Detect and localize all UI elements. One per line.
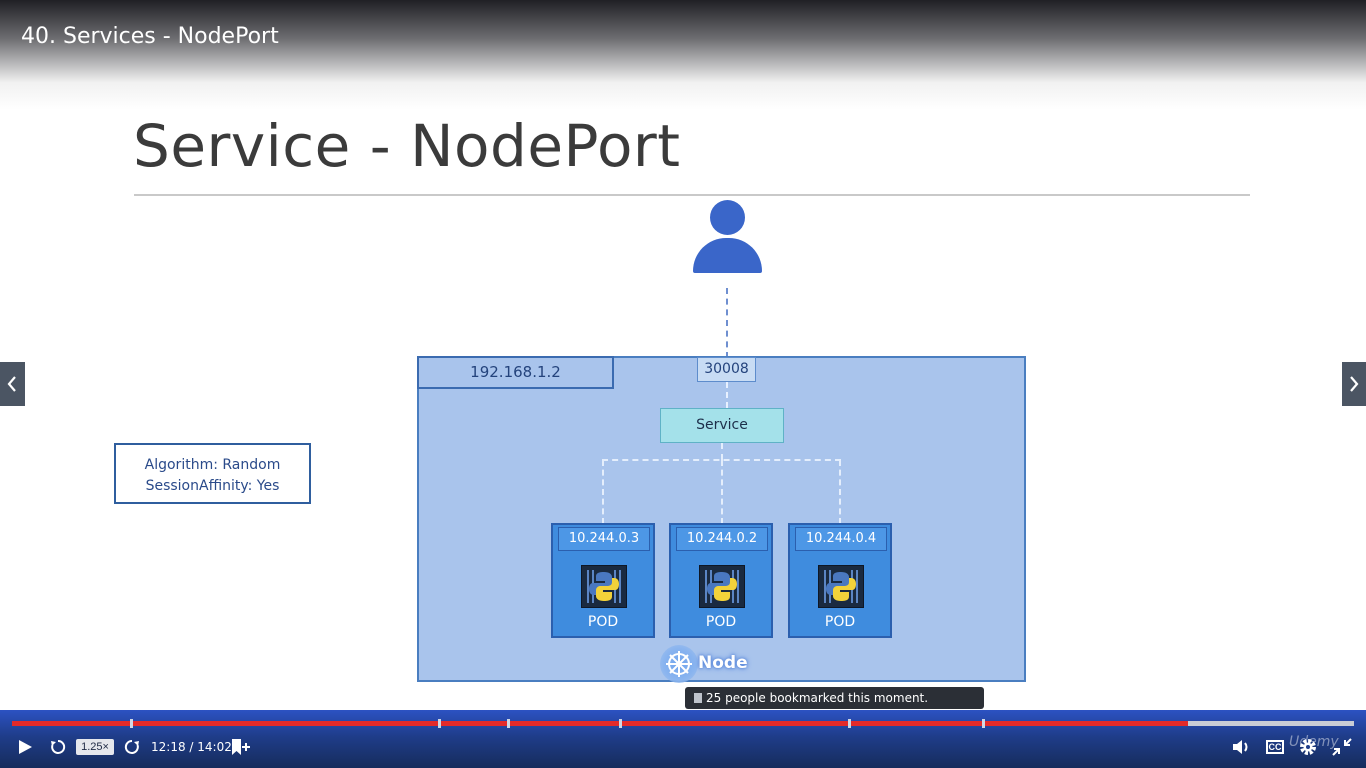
python-logo-icon: [818, 565, 864, 608]
play-icon: [19, 740, 32, 754]
algorithm-box: Algorithm: Random SessionAffinity: Yes: [114, 443, 311, 504]
bookmark-tooltip: 25 people bookmarked this moment.: [685, 687, 984, 709]
pod-label: POD: [705, 614, 737, 630]
bookmark-tooltip-text: 25 people bookmarked this moment.: [706, 691, 929, 705]
gear-icon: [1300, 739, 1316, 755]
add-bookmark-button[interactable]: [229, 737, 251, 761]
volume-icon: [1233, 740, 1248, 754]
previous-lecture-button[interactable]: [0, 362, 25, 406]
session-affinity-line: SessionAffinity: Yes: [145, 478, 280, 494]
rewind-icon: [51, 739, 66, 754]
chevron-left-icon: [7, 376, 16, 392]
node-port-label: 30008: [697, 357, 756, 382]
lecture-title: 40. Services - NodePort: [21, 24, 279, 49]
pod-label: POD: [824, 614, 856, 630]
pod2-connector: [721, 460, 723, 524]
slide-title: Service - NodePort: [133, 112, 681, 180]
node-label: Node: [698, 653, 748, 673]
service-trunk-line: [721, 443, 723, 460]
settings-button[interactable]: [1297, 736, 1319, 762]
bookmark-marker[interactable]: [848, 719, 851, 728]
kubernetes-helm-icon: [660, 645, 698, 683]
play-button[interactable]: [15, 737, 35, 761]
user-icon-head: [710, 200, 745, 235]
bookmark-marker[interactable]: [507, 719, 510, 728]
bookmark-marker[interactable]: [438, 719, 441, 728]
user-icon: [693, 238, 762, 273]
forward-icon: [124, 739, 139, 754]
next-lecture-button[interactable]: [1342, 362, 1366, 406]
player-control-bar: [0, 710, 1366, 768]
bookmark-marker[interactable]: [619, 719, 622, 728]
volume-button[interactable]: [1231, 737, 1253, 761]
chevron-right-icon: [1350, 376, 1359, 392]
pod-card: 10.244.0.4 POD: [788, 523, 892, 638]
port-service-line: [726, 382, 728, 408]
pod1-connector: [602, 460, 604, 524]
exit-fullscreen-button[interactable]: [1331, 737, 1353, 761]
pod-label: POD: [587, 614, 619, 630]
playback-speed-button[interactable]: 1.25×: [76, 739, 114, 755]
progress-played: [12, 721, 1188, 726]
user-connection-line: [726, 288, 728, 358]
python-logo-icon: [699, 565, 745, 608]
pod-ip: 10.244.0.3: [558, 527, 650, 551]
rewind-button[interactable]: [48, 737, 68, 761]
bookmark-add-icon: [232, 739, 250, 755]
title-overlay: [0, 0, 1366, 110]
bookmark-marker[interactable]: [130, 719, 133, 728]
pod-ip: 10.244.0.2: [676, 527, 768, 551]
pod-card: 10.244.0.2 POD: [669, 523, 773, 638]
slide-divider: [134, 194, 1250, 196]
pod-card: 10.244.0.3 POD: [551, 523, 655, 638]
captions-button[interactable]: CC: [1266, 740, 1284, 754]
time-display: 12:18 / 14:02: [151, 740, 232, 754]
pod3-connector: [839, 460, 841, 524]
algorithm-line: Algorithm: Random: [144, 457, 281, 473]
python-logo-icon: [581, 565, 627, 608]
forward-button[interactable]: [122, 737, 142, 761]
exit-fullscreen-icon: [1332, 738, 1352, 756]
bookmark-marker[interactable]: [982, 719, 985, 728]
bookmark-icon: [694, 693, 702, 703]
pod-ip: 10.244.0.4: [795, 527, 887, 551]
service-box: Service: [660, 408, 784, 443]
node-ip-label: 192.168.1.2: [417, 356, 614, 389]
